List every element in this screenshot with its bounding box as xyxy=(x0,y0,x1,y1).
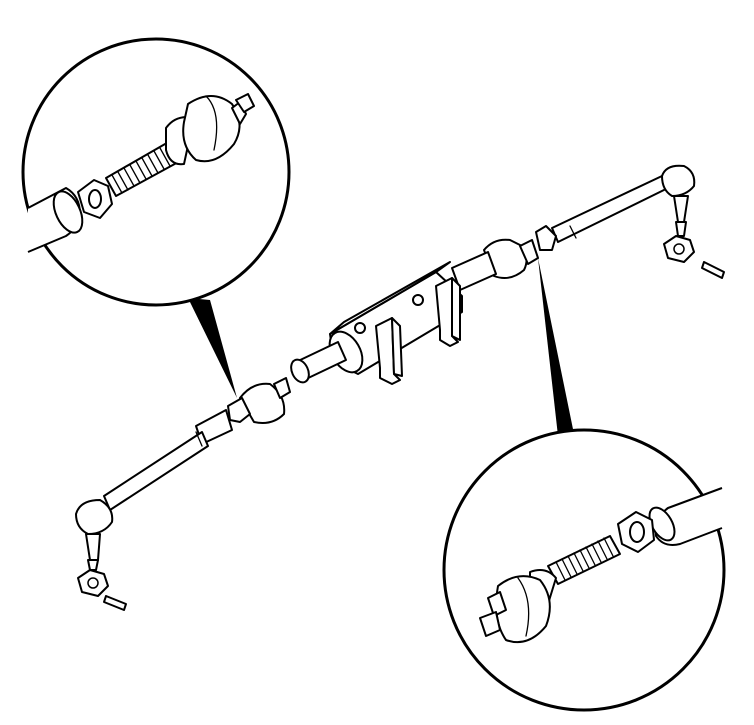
split-pin-icon xyxy=(701,261,725,279)
tie-rod-end-icon xyxy=(661,164,696,237)
lock-nut-icon xyxy=(77,179,113,219)
main-assembly xyxy=(75,164,725,611)
callout-pointer-top-left xyxy=(188,298,237,398)
inner-ball-joint-icon xyxy=(165,93,255,166)
detail-callout-bottom-right xyxy=(442,258,726,712)
lock-nut-icon xyxy=(663,235,695,263)
thread-lines xyxy=(111,143,177,194)
detail-callout-top-left xyxy=(21,37,291,398)
tie-rod-end-icon xyxy=(75,499,114,571)
split-pin-icon xyxy=(103,595,127,611)
thread-lines xyxy=(555,537,614,581)
callout-bottom-right-contents xyxy=(479,487,723,644)
steering-rack-housing-icon xyxy=(290,251,497,385)
callout-top-left-contents xyxy=(27,93,255,253)
inner-ball-joint-icon xyxy=(479,569,557,644)
lock-nut-icon xyxy=(77,569,109,597)
tie-rod-right xyxy=(551,175,669,243)
tie-rod-left xyxy=(103,409,233,511)
lock-nut-icon xyxy=(617,511,655,553)
inner-ball-joint-icon xyxy=(227,377,291,424)
callout-pointer-bottom-right xyxy=(538,258,574,436)
